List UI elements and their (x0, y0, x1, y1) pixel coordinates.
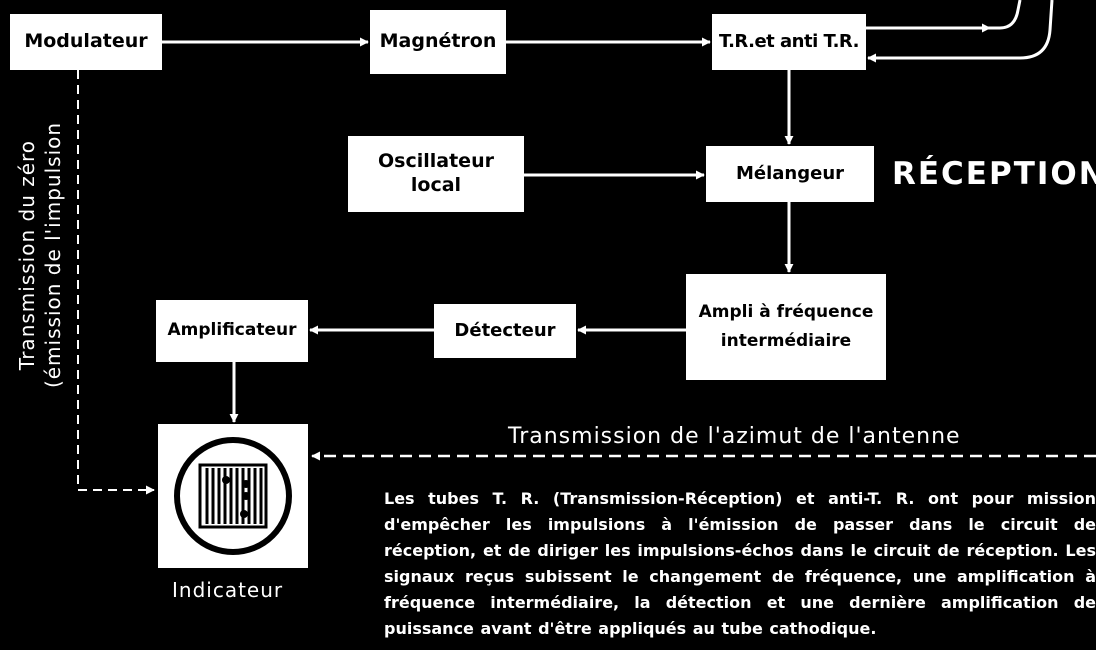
block-modulateur: Modulateur (10, 14, 162, 70)
block-tr-label: T.R.et anti T.R. (719, 30, 859, 52)
block-ampli-fi-line2: intermédiaire (720, 331, 852, 351)
explanatory-caption: Les tubes T. R. (Transmission-Réception)… (384, 486, 1096, 642)
azimut-transmission-label: Transmission de l'azimut de l'antenne (508, 424, 961, 449)
block-magnetron: Magnétron (370, 10, 506, 74)
block-magnetron-label: Magnétron (379, 30, 497, 53)
block-oscillateur-local: Oscillateur local (348, 136, 524, 212)
block-detecteur-label: Détecteur (454, 319, 556, 341)
reception-label: RÉCEPTION (892, 156, 1096, 192)
block-ampli-fi: Ampli à fréquence intermédiaire (686, 274, 886, 380)
block-tr-anti-tr: T.R.et anti T.R. (712, 14, 866, 70)
block-modulateur-label: Modulateur (24, 30, 148, 53)
arrow-tr-antenna-out (866, 0, 1022, 30)
arrow-antenna-tr-in (867, 0, 1054, 63)
block-melangeur: Mélangeur (706, 146, 874, 202)
block-melangeur-label: Mélangeur (735, 162, 845, 184)
cathode-tube-icon (174, 437, 292, 555)
zero-transmission-line2: (émission de l'impulsion (41, 121, 65, 389)
block-indicateur (158, 424, 308, 568)
caption-text: Les tubes T. R. (Transmission-Réception)… (384, 489, 1096, 638)
indicateur-label: Indicateur (172, 578, 284, 602)
block-oscillateur-line2: local (410, 174, 462, 196)
block-oscillateur-line1: Oscillateur (378, 150, 494, 173)
block-ampli-fi-line1: Ampli à fréquence (698, 301, 874, 322)
block-amplificateur-label: Amplificateur (167, 320, 297, 341)
dashed-zero-transmission (77, 70, 155, 495)
block-detecteur: Détecteur (434, 304, 576, 358)
zero-transmission-label: Transmission du zéro (émission de l'impu… (14, 105, 70, 405)
zero-transmission-line1: Transmission du zéro (15, 139, 39, 371)
block-amplificateur: Amplificateur (156, 300, 308, 362)
